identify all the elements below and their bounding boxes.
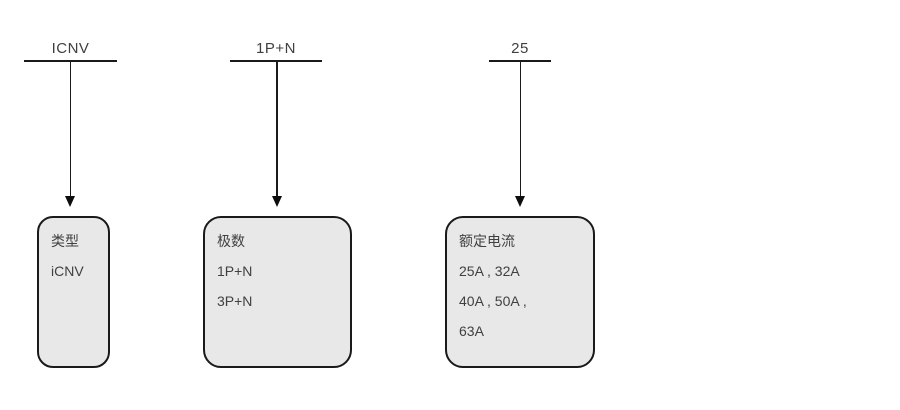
box-title: 类型: [51, 233, 79, 249]
arrow-line-current: [519, 62, 521, 197]
code-segment-type: ICNV: [51, 40, 90, 57]
box-item: 3P+N: [217, 293, 253, 309]
code-segment-poles: 1P+N: [256, 40, 296, 57]
code-segment-current: 25: [511, 40, 529, 57]
box-item: 63A: [459, 323, 484, 339]
category-box-poles: 极数 1P+N 3P+N: [203, 216, 352, 368]
arrow-head-icon: [515, 196, 525, 207]
box-item: iCNV: [51, 263, 84, 279]
box-item: 40A , 50A ,: [459, 293, 527, 309]
box-title: 额定电流: [459, 233, 515, 249]
box-item: 25A , 32A: [459, 263, 520, 279]
box-title: 极数: [217, 233, 245, 249]
category-box-current: 额定电流 25A , 32A 40A , 50A , 63A: [445, 216, 595, 368]
underline-current: [489, 60, 551, 62]
arrow-line-type: [69, 62, 71, 197]
underline-type: [24, 60, 117, 62]
underline-poles: [230, 60, 322, 62]
arrow-head-icon: [65, 196, 75, 207]
box-item: 1P+N: [217, 263, 253, 279]
arrow-head-icon: [271, 196, 282, 207]
arrow-line-poles: [276, 62, 278, 197]
category-box-type: 类型 iCNV: [37, 216, 110, 368]
